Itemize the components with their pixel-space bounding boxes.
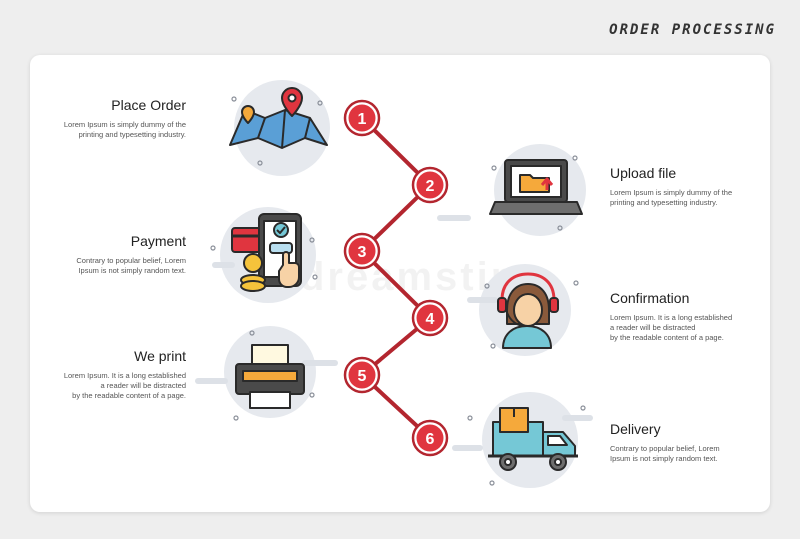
step-confirmation: Confirmation Lorem Ipsum. It is a long e… [610, 290, 790, 343]
step-description: Lorem Ipsum is simply dummy of the print… [6, 120, 186, 140]
step-title: Payment [130, 233, 186, 249]
step-desc-line: Ipsum is not simply random text. [78, 266, 186, 275]
phone-payment-icon [231, 213, 302, 292]
step-number-badge: 6 [411, 419, 449, 457]
step-we-print: We print Lorem Ipsum. It is a long estab… [6, 348, 186, 401]
step-desc-line: Contrary to popular belief, Lorem [610, 444, 720, 453]
step-desc-line: Lorem Ipsum is simply dummy of the [610, 188, 733, 197]
step-description: Contrary to popular belief, Lorem Ipsum … [610, 444, 790, 464]
step-number-badge: 5 [343, 356, 381, 394]
step-number: 5 [358, 368, 367, 385]
step-desc-line: printing and typesetting industry. [610, 198, 718, 207]
step-number-badge: 3 [343, 232, 381, 270]
step-place-order: Place Order Lorem Ipsum is simply dummy … [6, 97, 186, 140]
step-delivery: Delivery Contrary to popular belief, Lor… [610, 421, 790, 464]
step-upload-file: Upload file Lorem Ipsum is simply dummy … [610, 165, 790, 208]
step-desc-line: a reader will be distracted [100, 381, 186, 390]
content-card [30, 55, 770, 512]
step-description: Contrary to popular belief, Lorem Ipsum … [6, 256, 186, 276]
step-number: 3 [358, 244, 367, 261]
step-desc-line: Lorem Ipsum. It is a long established [63, 371, 186, 380]
step-payment: Payment Contrary to popular belief, Lore… [6, 233, 186, 276]
step-number: 4 [426, 311, 435, 328]
step-number-badge: 1 [343, 99, 381, 137]
step-desc-line: Lorem Ipsum is simply dummy of the [63, 120, 186, 129]
step-number: 6 [426, 431, 435, 448]
step-description: Lorem Ipsum. It is a long established a … [610, 313, 790, 343]
step-desc-line: by the readable content of a page. [610, 333, 724, 342]
support-agent-icon [497, 272, 559, 349]
step-title: We print [134, 348, 186, 364]
step-desc-line: Lorem Ipsum. It is a long established [610, 313, 733, 322]
step-title: Upload file [610, 165, 677, 181]
step-desc-line: by the readable content of a page. [72, 391, 186, 400]
step-title: Delivery [610, 421, 661, 437]
step-number-badge: 2 [411, 166, 449, 204]
step-desc-line: a reader will be distracted [610, 323, 696, 332]
page-title: ORDER PROCESSING [609, 22, 776, 38]
step-desc-line: Ipsum is not simply random text. [610, 454, 718, 463]
step-number: 1 [358, 111, 367, 128]
step-desc-line: Contrary to popular belief, Lorem [76, 256, 186, 265]
step-number: 2 [426, 178, 435, 195]
icon-dashes [195, 215, 593, 451]
step-desc-line: printing and typesetting industry. [78, 130, 186, 139]
printer-icon [235, 344, 305, 409]
sparkle-decorations [210, 96, 586, 486]
step-title: Place Order [111, 97, 186, 113]
step-number-badge: 4 [411, 299, 449, 337]
step-title: Confirmation [610, 290, 690, 306]
delivery-truck-icon [488, 407, 578, 471]
step-description: Lorem Ipsum. It is a long established a … [6, 371, 186, 401]
laptop-folder-icon [489, 159, 583, 215]
map-pin-icon [229, 87, 328, 149]
step-description: Lorem Ipsum is simply dummy of the print… [610, 188, 790, 208]
